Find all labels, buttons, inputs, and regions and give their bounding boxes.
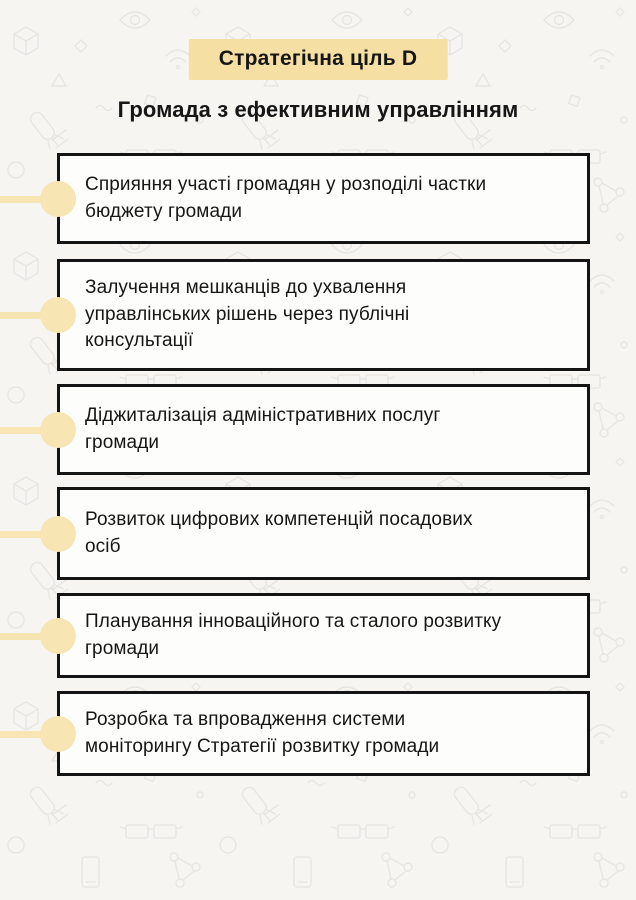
bullet-circle [40,297,76,333]
goal-text: Розробка та впровадження системи монітор… [85,708,440,757]
connector-line [0,632,58,640]
goal-box: Розвиток цифрових компетенцій посадових … [57,487,590,580]
connector-line [0,312,58,319]
connector-line [0,730,58,738]
goal-text: Залучення мешканців до ухвалення управлі… [85,276,410,352]
goal-box: Сприяння участі громадян у розподілі час… [57,153,590,244]
bullet-circle [40,617,76,654]
goal-row-6: Розробка та впровадження системи монітор… [0,691,636,776]
goal-row-4: Розвиток цифрових компетенцій посадових … [0,487,636,580]
bullet-circle [40,180,76,217]
strategic-goal-badge: Стратегічна ціль D [188,39,448,80]
bullet-circle [40,515,76,552]
goal-box: Діджиталізація адміністративних послуг г… [57,384,590,475]
bullet-circle [40,411,76,448]
goal-text: Розвиток цифрових компетенцій посадових … [85,508,473,557]
goal-box: Розробка та впровадження системи монітор… [57,691,590,776]
goal-box: Планування інноваційного та сталого розв… [57,593,590,678]
goal-row-2: Залучення мешканців до ухвалення управлі… [0,259,636,371]
goal-text: Діджиталізація адміністративних послуг г… [85,404,441,453]
strategic-goal-badge-label: Стратегічна ціль D [218,47,418,70]
bullet-circle [40,715,76,752]
page-title: Громада з ефективним управлінням [117,97,519,122]
goal-row-1: Сприяння участі громадян у розподілі час… [0,153,636,244]
connector-line [0,530,58,538]
goal-text: Планування інноваційного та сталого розв… [85,610,502,659]
goal-row-3: Діджиталізація адміністративних послуг г… [0,384,636,475]
goal-text: Сприяння участі громадян у розподілі час… [85,173,487,222]
goal-row-5: Планування інноваційного та сталого розв… [0,593,636,678]
connector-line [0,426,58,434]
goal-box: Залучення мешканців до ухвалення управлі… [57,259,590,371]
connector-line [0,195,58,203]
